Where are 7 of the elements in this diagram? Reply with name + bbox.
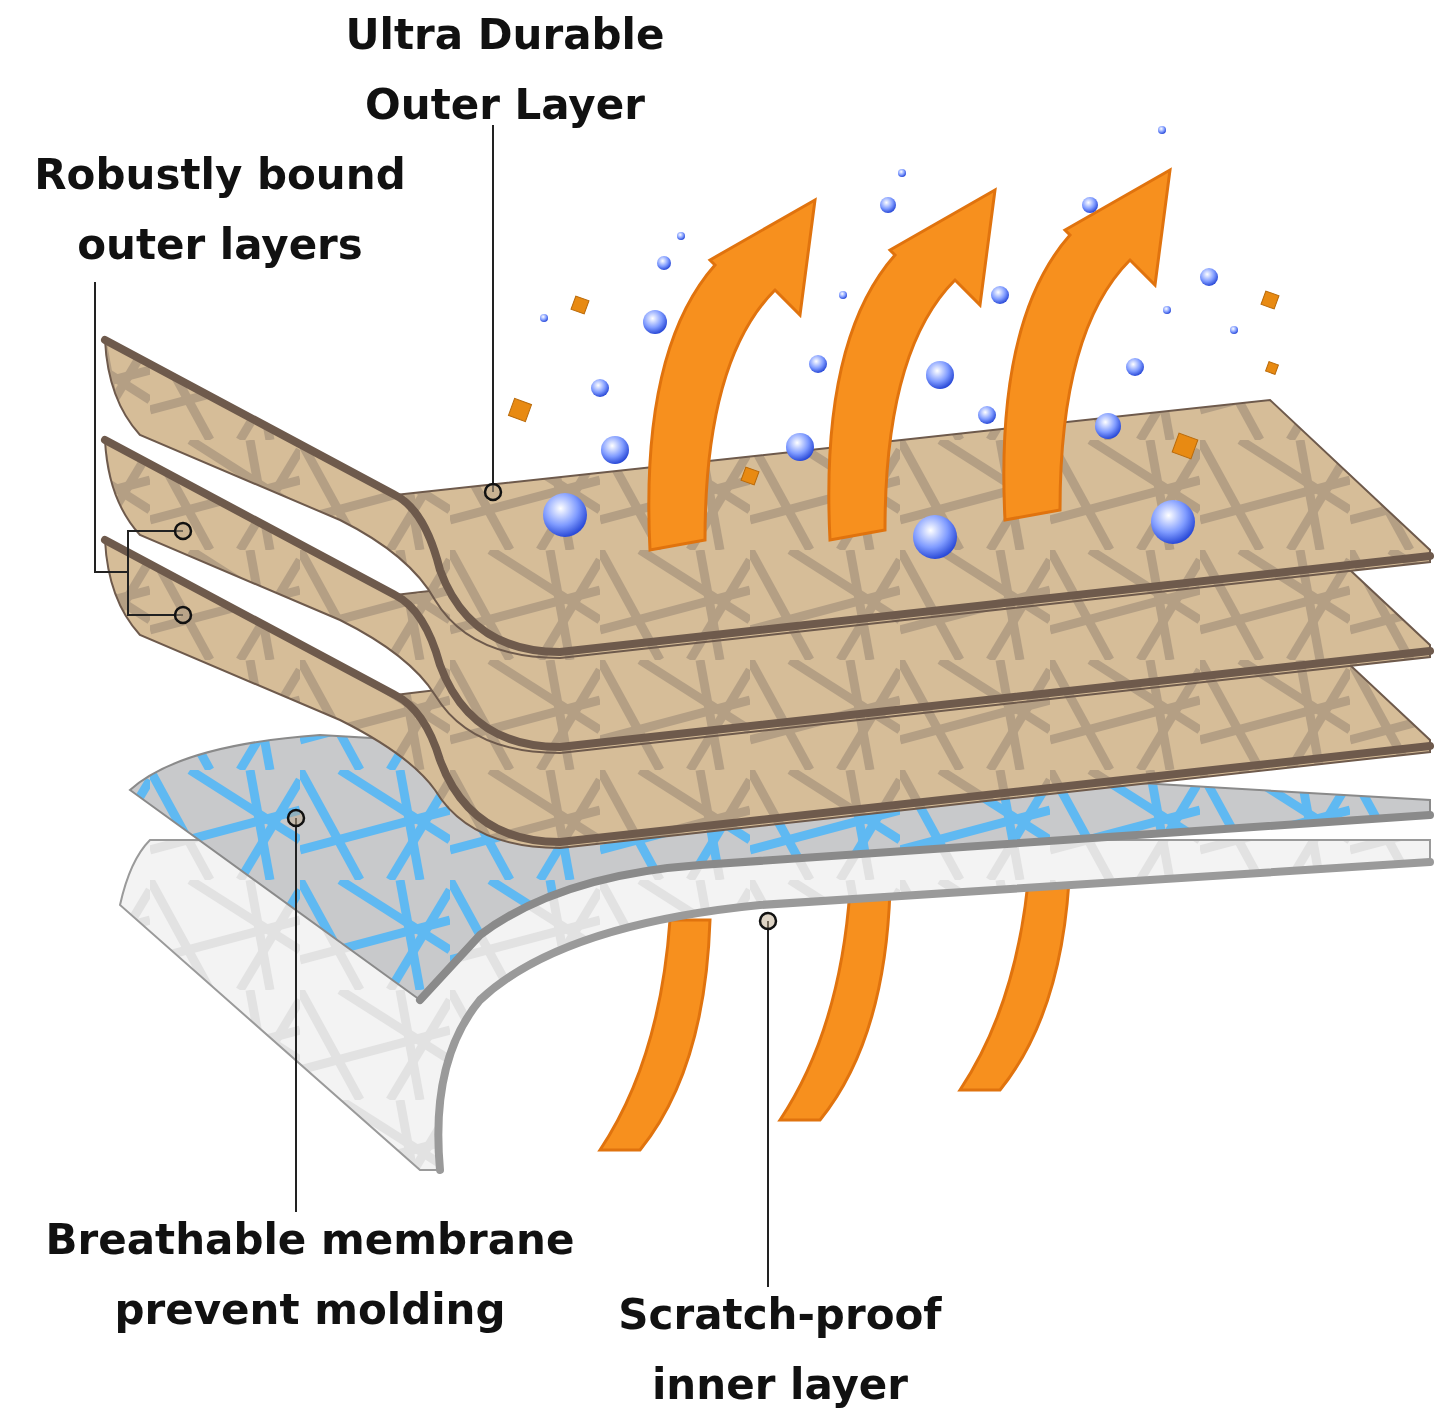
leader-line xyxy=(286,808,306,1213)
leader-line xyxy=(483,124,503,502)
callout-label: Robustly bound outer layers xyxy=(33,149,407,271)
callout-label: Breathable membrane prevent molding xyxy=(44,1214,576,1336)
callout-label: Ultra Durable Outer Layer xyxy=(344,9,666,131)
callout-label: Scratch-proof inner layer xyxy=(617,1289,943,1411)
leader-line xyxy=(758,911,778,1288)
